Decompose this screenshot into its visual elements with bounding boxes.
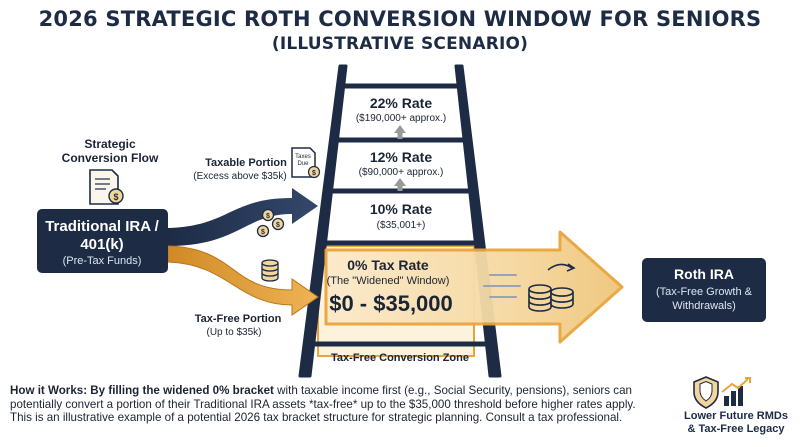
- taxes-due-line1: Taxes: [295, 154, 311, 160]
- taxable-label: Taxable Portion: [205, 157, 287, 169]
- document-dollar-icon: $: [89, 169, 124, 205]
- svg-text:$: $: [113, 192, 118, 202]
- coin-stack-icon: [528, 263, 576, 312]
- bracket-rate-22: 22% Rate: [370, 95, 432, 111]
- taxable-sub: (Excess above $35k): [193, 171, 286, 182]
- svg-text:$: $: [266, 213, 270, 220]
- svg-text:$: $: [312, 170, 316, 177]
- taxfree-label: Tax-Free Portion: [195, 313, 282, 325]
- taxable-flow-arrow: [168, 188, 318, 246]
- footer-lead: How it Works: By filling the widened 0% …: [10, 384, 274, 397]
- footer-line3: This is an illustrative example of a pot…: [10, 411, 623, 425]
- legacy-line1: Lower Future RMDs: [684, 410, 788, 422]
- page-title: 2026 STRATEGIC ROTH CONVERSION WINDOW FO…: [0, 6, 800, 55]
- flow-heading-line1: Strategic: [84, 137, 136, 151]
- coin-stack-small-icon: [261, 259, 279, 282]
- traditional-ira-box: [37, 209, 168, 273]
- taxes-due-line2: Due: [297, 161, 309, 167]
- coins-icon: $ $ $: [256, 208, 285, 238]
- roth-title: Roth IRA: [674, 266, 734, 282]
- footer-line2: potentially convert a portion of their T…: [10, 397, 636, 411]
- roth-ira-box: [642, 258, 766, 322]
- zero-bracket-rate: 0% Tax Rate: [347, 257, 429, 273]
- svg-text:$: $: [276, 222, 280, 229]
- legacy-line2: & Tax-Free Legacy: [687, 423, 785, 435]
- source-title-line2: 401(k): [80, 236, 123, 253]
- svg-text:$: $: [261, 229, 265, 236]
- title-line-1: 2026 STRATEGIC ROTH CONVERSION WINDOW FO…: [38, 7, 762, 31]
- flow-heading-line2: Conversion Flow: [62, 151, 159, 165]
- zero-bracket-amount: $0 - $35,000: [329, 291, 453, 316]
- bracket-range-12: ($90,000+ approx.): [359, 167, 444, 178]
- legacy-caption: Lower Future RMDs & Tax-Free Legacy: [678, 410, 794, 436]
- bracket-range-22: ($190,000+ approx.): [356, 113, 446, 124]
- source-title-line1: Traditional IRA /: [45, 218, 159, 235]
- bracket-rate-12: 12% Rate: [370, 149, 432, 165]
- zero-bracket-window: (The "Widened" Window): [327, 275, 450, 287]
- up-arrow-icon: [394, 178, 406, 191]
- conversion-arrow: [324, 230, 624, 344]
- footer-line1: with taxable income first (e.g., Social …: [273, 384, 632, 397]
- shield-growth-icon: [693, 376, 751, 409]
- up-arrow-icon: [394, 125, 406, 139]
- title-line-2: (ILLUSTRATIVE SCENARIO): [271, 34, 529, 54]
- zone-label: Tax-Free Conversion Zone: [331, 352, 469, 364]
- roth-sub-line2: Withdrawals): [672, 300, 736, 312]
- source-subtitle: (Pre-Tax Funds): [63, 255, 142, 267]
- how-it-works-note: How it Works: By filling the widened 0% …: [10, 384, 660, 425]
- motion-lines: [483, 274, 521, 298]
- taxfree-sub: (Up to $35k): [206, 327, 261, 338]
- taxfree-flow-arrow: [167, 245, 319, 316]
- bracket-rate-10: 10% Rate: [370, 201, 432, 217]
- bracket-range-10: ($35,001+): [377, 220, 426, 231]
- taxes-due-icon: Taxes Due $: [291, 147, 321, 179]
- roth-sub-line1: (Tax-Free Growth &: [656, 286, 753, 298]
